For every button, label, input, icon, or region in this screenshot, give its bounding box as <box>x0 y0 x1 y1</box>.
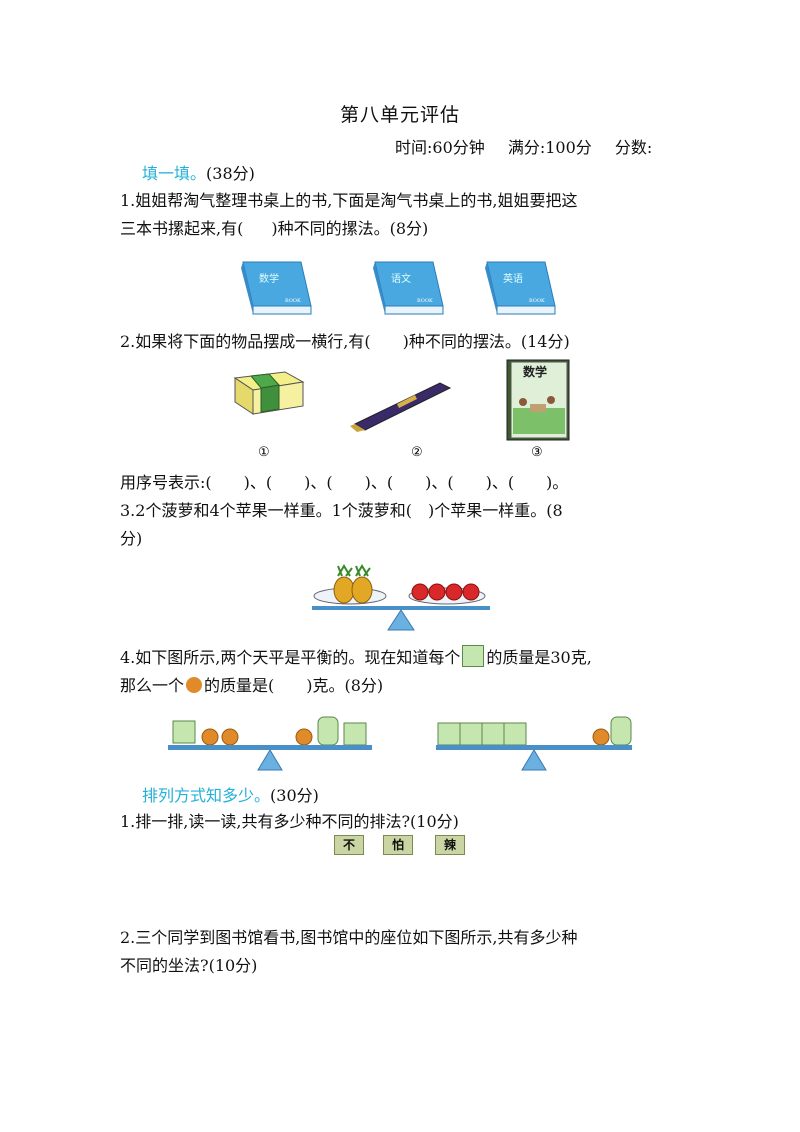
book-sub: BOOK <box>285 298 301 304</box>
pineapple-icon <box>333 564 373 604</box>
question-text: 1.姐姐帮淘气整理书桌上的书,下面是淘气书桌上的书,姐姐要把这 <box>120 191 578 210</box>
balance-left <box>168 716 372 771</box>
question-text: 三本书摞起来,有( )种不同的摞法。(8分) <box>120 215 577 243</box>
ball-icon <box>186 677 203 693</box>
book-sub: BOOK <box>417 298 433 304</box>
book-chinese: 语文 BOOK <box>373 261 444 315</box>
section-heading-1: 填一填。(38分) <box>142 160 255 184</box>
book-title: 数学 <box>259 272 279 285</box>
answer-line: 用序号表示:( )、( )、( )、( )、( )、( )。 <box>120 473 569 492</box>
char-tile-1: 不 <box>334 835 364 855</box>
question-text-part: 的质量是( )克。(8分) <box>204 676 384 695</box>
item-label-3: ③ <box>531 445 543 460</box>
cube-icon <box>462 645 485 667</box>
question-4: 4.如下图所示,两个天平是平衡的。现在知道每个 的质量是30克, 那么一个的质量是… <box>120 644 592 700</box>
exam-meta: 时间:60分钟 满分:100分 分数: <box>395 134 670 158</box>
book-sub: BOOK <box>529 298 545 304</box>
time-limit: 时间:60分钟 <box>395 138 485 157</box>
question-5: 1.排一排,读一读,共有多少种不同的排法?(10分) <box>120 812 459 831</box>
apple-icon <box>411 583 480 601</box>
book-math: 数学 BOOK <box>241 261 312 315</box>
question-text: 4.如下图所示,两个天平是平衡的。现在知道每个 的质量是30克, <box>120 644 592 672</box>
question-text: 3.2个菠萝和4个苹果一样重。1个菠萝和( )个苹果一样重。(8 <box>120 501 563 520</box>
question-3: 3.2个菠萝和4个苹果一样重。1个菠萝和( )个苹果一样重。(8 分) <box>120 497 563 553</box>
question-text: 那么一个的质量是( )克。(8分) <box>120 672 592 700</box>
char-tile-3: 辣 <box>435 835 465 855</box>
item-label-2: ② <box>411 445 423 460</box>
question-text-part: 那么一个 <box>120 676 185 695</box>
char-tile-2: 怕 <box>383 835 413 855</box>
question-text-part: 三本书摞起来,有( <box>120 219 244 238</box>
question-1: 1.姐姐帮淘气整理书桌上的书,下面是淘气书桌上的书,姐姐要把这 三本书摞起来,有… <box>120 187 577 243</box>
question-text-part: 4.如下图所示,两个天平是平衡的。现在知道每个 <box>120 648 461 667</box>
pen-icon <box>350 382 452 432</box>
question-2: 2.如果将下面的物品摆成一横行,有( )种不同的摆法。(14分) <box>120 328 570 356</box>
question-text: 不同的坐法?(10分) <box>120 956 258 975</box>
balance-fruit-illustration <box>312 564 490 631</box>
section-heading-2: 排列方式知多少。(30分) <box>142 782 319 806</box>
balance-right <box>436 716 632 771</box>
section-label: 填一填。 <box>142 164 207 183</box>
item-label-1: ① <box>258 445 270 460</box>
score-field: 分数: <box>614 138 653 157</box>
question-text: 分) <box>120 529 143 548</box>
question-text-part: )种不同的摞法。(8分) <box>271 219 429 238</box>
math-book-icon: 数学 <box>506 359 570 441</box>
section-points: (30分) <box>270 786 319 805</box>
question-text-part: 2.如果将下面的物品摆成一横行,有( <box>120 332 371 351</box>
book-english: 英语 BOOK <box>485 261 556 315</box>
question-text: 2.三个同学到图书馆看书,图书馆中的座位如下图所示,共有多少种 <box>120 928 578 947</box>
question-6: 2.三个同学到图书馆看书,图书馆中的座位如下图所示,共有多少种 不同的坐法?(1… <box>120 924 577 980</box>
section-label: 排列方式知多少。 <box>142 786 271 805</box>
book-title: 数学 <box>523 364 547 379</box>
page-title: 第八单元评估 <box>339 104 460 126</box>
question-text-part: 的质量是30克, <box>486 648 592 667</box>
section-points: (38分) <box>206 164 255 183</box>
full-score: 满分:100分 <box>507 138 592 157</box>
question-text-part: )种不同的摆法。(14分) <box>402 332 570 351</box>
books-illustration: 数学 BOOK 语文 BOOK 英语 BOOK <box>241 261 556 315</box>
objects-illustration: 数学 ① ② ③ <box>233 359 570 460</box>
eraser-icon <box>233 371 305 415</box>
book-title: 语文 <box>391 272 411 285</box>
book-title: 英语 <box>503 272 523 285</box>
